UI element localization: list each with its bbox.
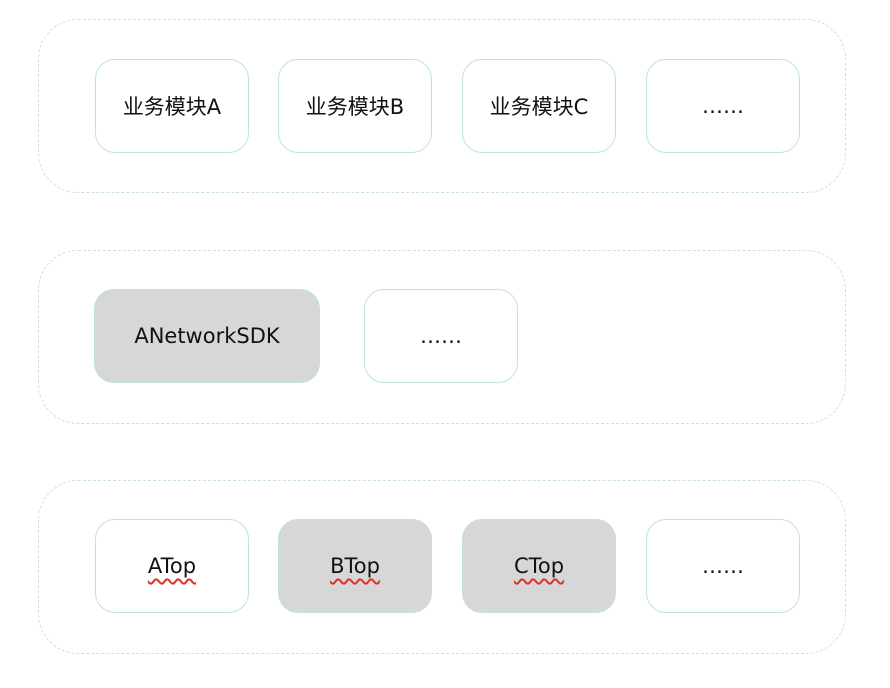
network-sdk-layer — [38, 250, 846, 424]
top-component-more-box: …… — [646, 519, 800, 613]
top-component-layer — [38, 480, 846, 654]
network-sdk-more-box: …… — [364, 289, 518, 383]
btop-label: BTop — [330, 554, 380, 578]
business-module-b-box: 业务模块B — [278, 59, 432, 153]
btop-box: BTop — [278, 519, 432, 613]
business-module-layer — [38, 19, 846, 193]
atop-label: ATop — [147, 554, 197, 578]
anetworksdk-box: ANetworkSDK — [94, 289, 320, 383]
business-module-c-box: 业务模块C — [462, 59, 616, 153]
business-module-more-label: …… — [702, 94, 744, 118]
business-module-b-label: 业务模块B — [305, 95, 405, 119]
business-module-more-box: …… — [646, 59, 800, 153]
business-module-a-box: 业务模块A — [95, 59, 249, 153]
top-component-more-label: …… — [702, 554, 744, 578]
business-module-c-label: 业务模块C — [489, 95, 589, 119]
business-module-a-label: 业务模块A — [122, 95, 222, 119]
ctop-box: CTop — [462, 519, 616, 613]
anetworksdk-label: ANetworkSDK — [134, 324, 280, 348]
atop-box: ATop — [95, 519, 249, 613]
ctop-label: CTop — [513, 554, 565, 578]
network-sdk-more-label: …… — [420, 324, 462, 348]
